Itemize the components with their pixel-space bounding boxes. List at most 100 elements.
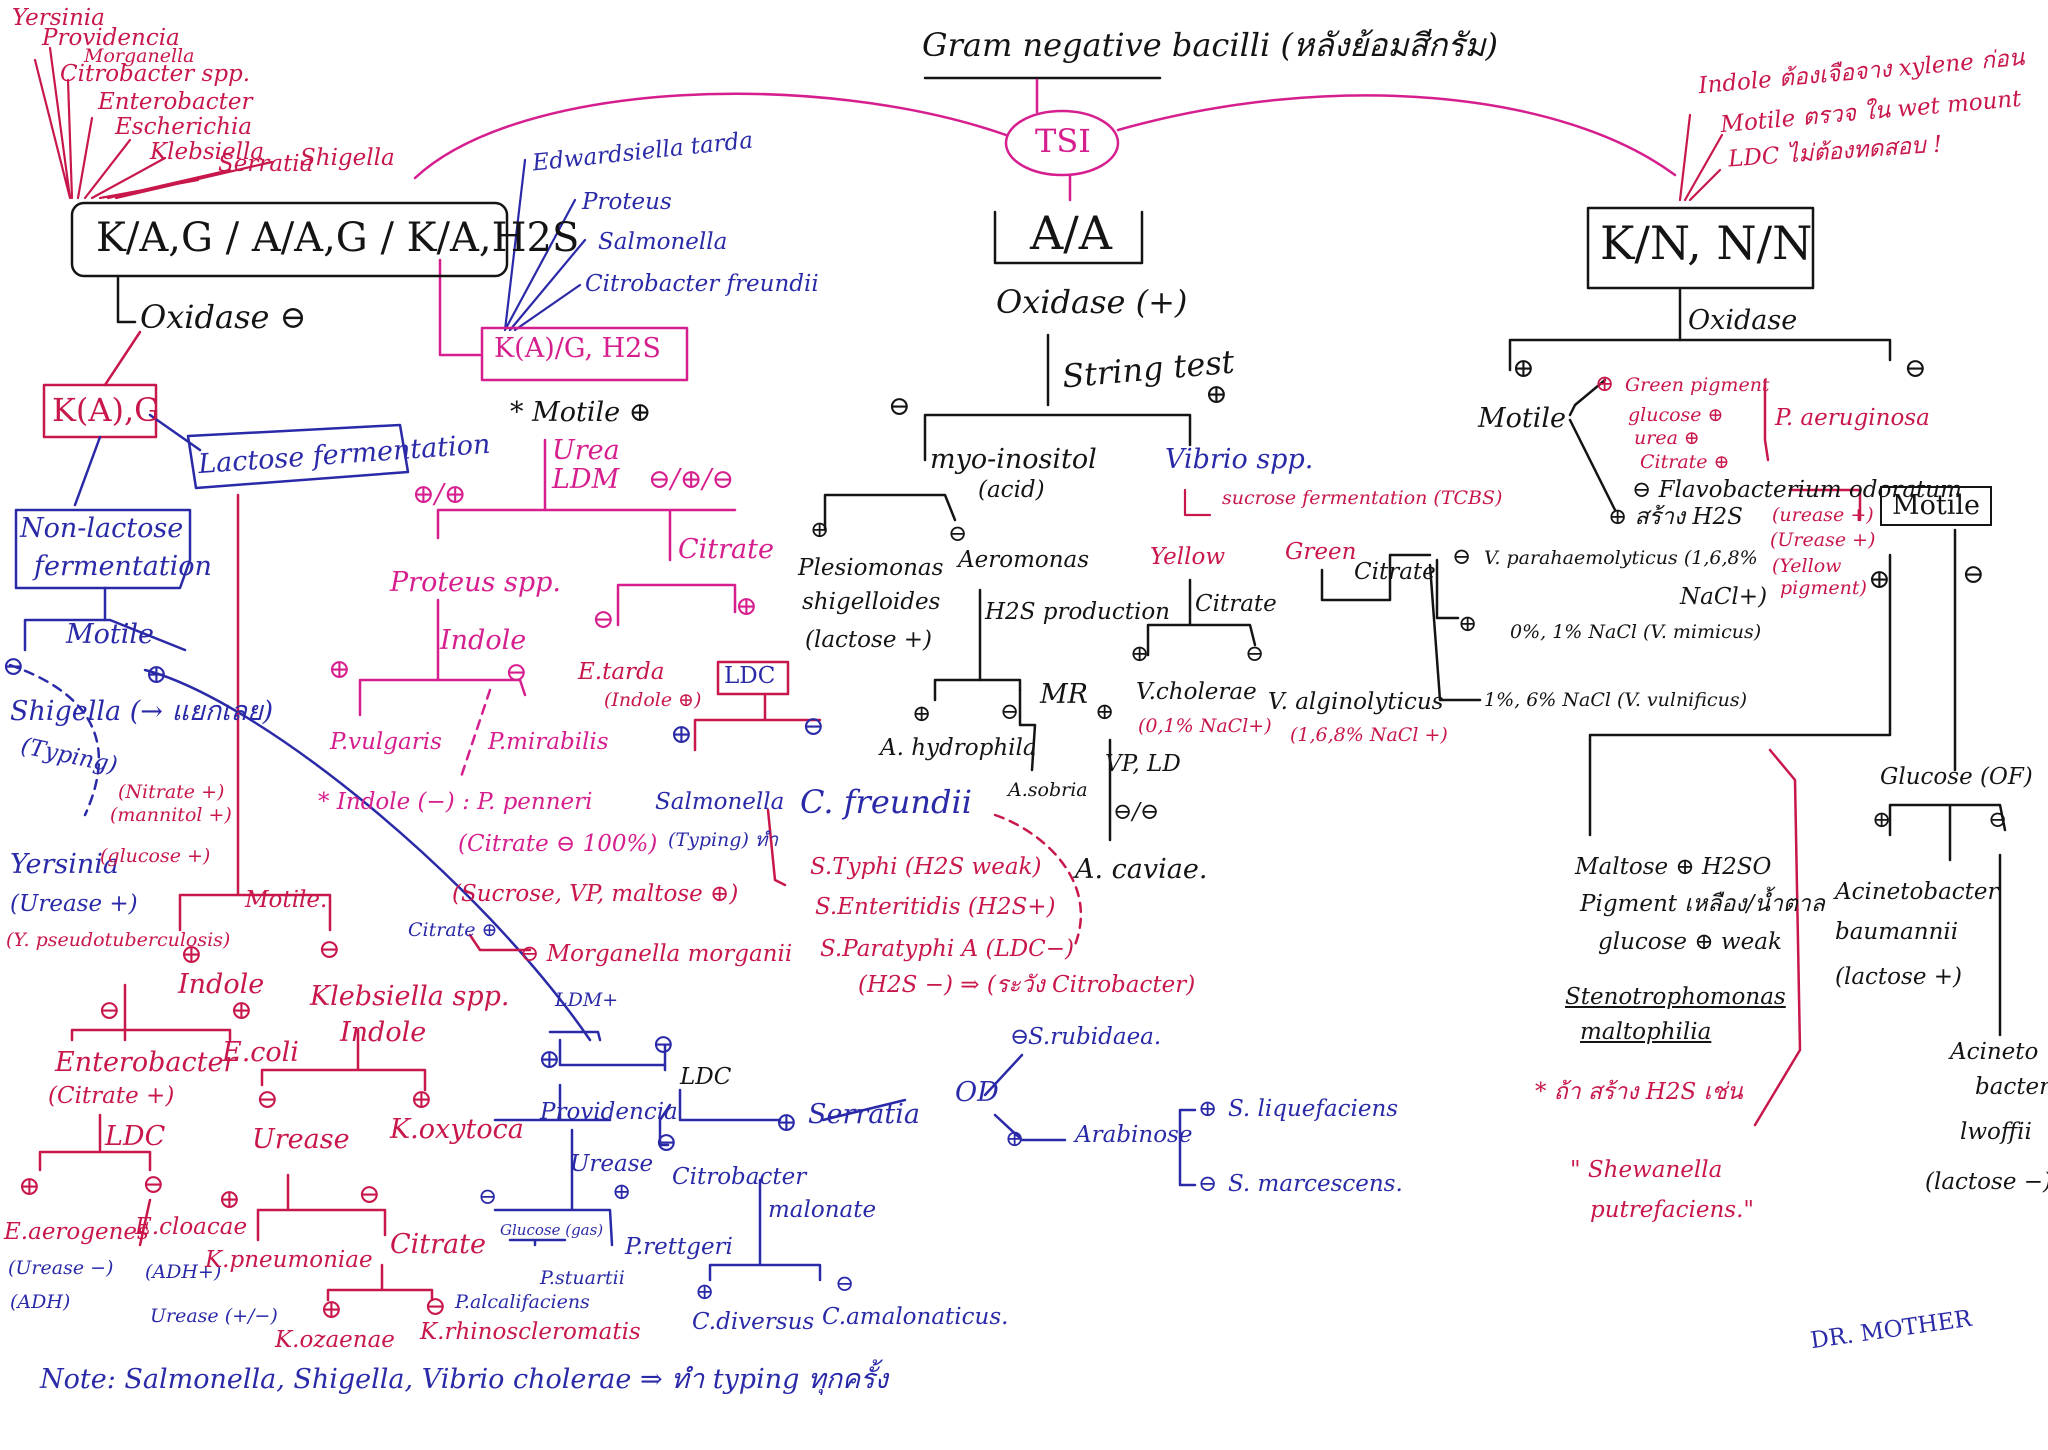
a-hydrophila-node: A. hydrophila bbox=[880, 735, 1037, 761]
plus-sign: ⊕ bbox=[218, 1184, 241, 1215]
minus-sign: ⊖ bbox=[424, 1291, 447, 1322]
green-node: Green bbox=[1285, 539, 1357, 565]
v-alginolyticus-sub: (1,6,8% NaCl +) bbox=[1290, 724, 1448, 746]
yersinia-test: (Y. pseudotuberculosis) bbox=[6, 929, 231, 951]
e-cloacae-sub: (ADH+) bbox=[145, 1261, 222, 1283]
minus-sign: ⊖ bbox=[1000, 699, 1020, 725]
a-lwoffii-node: bacter bbox=[1975, 1074, 2048, 1100]
putrefaciens-node: putrefaciens." bbox=[1590, 1197, 1754, 1223]
plus-sign: ⊕ bbox=[18, 1171, 41, 1202]
v-vulnificus-node: 1%, 6% NaCl (V. vulnificus) bbox=[1484, 689, 1747, 711]
ldc-node: LDC bbox=[105, 1121, 166, 1152]
myo-inositol-node: myo-inositol bbox=[930, 444, 1097, 475]
k-rhinoscleromatis-node: K.rhinoscleromatis bbox=[420, 1319, 641, 1345]
a-sobria-node: A.sobria bbox=[1008, 779, 1088, 801]
plus-sign: ⊕ bbox=[410, 1084, 433, 1115]
glucose-gas-node: Glucose (gas) bbox=[500, 1221, 604, 1239]
e-aerogenes-sub2: (ADH) bbox=[10, 1291, 71, 1313]
e-cloacae-sub2: Urease (+/−) bbox=[150, 1305, 278, 1327]
minus-sign: ⊖ bbox=[478, 1184, 498, 1210]
yersinia-test: (Nitrate +) bbox=[118, 781, 225, 803]
kn-result-box: K/N, N/N bbox=[1600, 216, 1813, 270]
s-paratyphi-node: S.Paratyphi A (LDC−) bbox=[820, 936, 1074, 962]
yersinia-test: (mannitol +) bbox=[110, 804, 232, 826]
k-oxytoca-node: K.oxytoca bbox=[390, 1114, 524, 1145]
glucose-node: glucose ⊕ bbox=[1628, 404, 1724, 426]
ka-g-node: K(A),G bbox=[52, 391, 160, 429]
plus-sign: ⊕ bbox=[612, 1179, 632, 1205]
organism-label: Serratia bbox=[218, 151, 314, 177]
oxidase-node: Oxidase bbox=[1688, 305, 1798, 336]
c-diversus-node: C.diversus bbox=[692, 1309, 815, 1335]
plus-sign: ⊕ bbox=[1872, 807, 1892, 833]
ldc-node: LDC bbox=[680, 1064, 732, 1090]
enterobacter-citrate: (Citrate +) bbox=[48, 1083, 175, 1109]
green-pigment-node: Green pigment bbox=[1625, 374, 1770, 396]
salmonella-typing: (Typing) ทำ bbox=[668, 829, 779, 851]
citrate-node: Citrate bbox=[678, 534, 774, 565]
v-cholerae-node: V.cholerae bbox=[1136, 679, 1257, 705]
s-rubidaea-node: S.rubidaea. bbox=[1028, 1024, 1162, 1050]
minus-sign: ⊖ bbox=[655, 1127, 678, 1158]
providencia-node: Providencia bbox=[540, 1099, 678, 1125]
urease-node: Urease bbox=[252, 1124, 350, 1155]
c-amalonaticus-node: C.amalonaticus. bbox=[822, 1304, 1009, 1330]
plus-sign: ⊕ bbox=[695, 1279, 715, 1305]
p-aeruginosa-node: P. aeruginosa bbox=[1775, 405, 1930, 431]
acid-note: (acid) bbox=[978, 477, 1045, 503]
organism-label: Citrobacter spp. bbox=[60, 61, 251, 87]
plus-sign: ⊕ bbox=[230, 995, 253, 1026]
minus-sign: ⊖ bbox=[142, 1169, 165, 1200]
plus-sign: ⊕ bbox=[1005, 1126, 1025, 1152]
minus-sign: ⊖ bbox=[652, 1029, 675, 1060]
minus-sign: ⊖ bbox=[98, 995, 121, 1026]
s-enteritidis-node: S.Enteritidis (H2S+) bbox=[815, 894, 1056, 920]
motile-positive: * Motile ⊕ bbox=[510, 397, 652, 428]
nacl-note: NaCl+) bbox=[1680, 584, 1768, 610]
h2s-production-node: H2S production bbox=[985, 599, 1170, 625]
minus-sign: ⊖ bbox=[1962, 559, 1985, 590]
urea-node: urea ⊕ bbox=[1634, 427, 1700, 449]
plus-sign: ⊕ bbox=[670, 719, 693, 750]
minus-sign: ⊖ bbox=[1452, 544, 1472, 570]
plus-sign: ⊕ bbox=[538, 1044, 561, 1075]
h2s-organism: Salmonella bbox=[598, 229, 728, 255]
mr-node: MR bbox=[1040, 679, 1088, 710]
citrate-node: Citrate bbox=[1195, 591, 1277, 617]
h2s-organism: Citrobacter freundii bbox=[585, 271, 819, 297]
plus-sign: ⊕ bbox=[1868, 564, 1891, 595]
citrate-node: Citrate bbox=[390, 1229, 486, 1260]
motile-node: Motile bbox=[1478, 403, 1567, 434]
motile-node: Motile bbox=[66, 619, 155, 650]
citrobacter-node: Citrobacter bbox=[672, 1164, 807, 1190]
plus-sign: ⊕ bbox=[1595, 371, 1615, 397]
footer-note: Note: Salmonella, Shigella, Vibrio chole… bbox=[40, 1364, 888, 1395]
urea-ldm-result: ⊖/⊕/⊖ bbox=[648, 464, 735, 495]
a-baumannii-node: baumannii bbox=[1835, 919, 1959, 945]
plesiomonas-node: Plesiomonas bbox=[798, 555, 944, 581]
oxidase-negative: Oxidase ⊖ bbox=[140, 298, 307, 336]
serratia-node: Serratia bbox=[808, 1099, 920, 1130]
salmonella-node: Salmonella bbox=[655, 789, 785, 815]
yellow-node: Yellow bbox=[1150, 544, 1226, 570]
flavobacterium-sub: pigment) bbox=[1780, 577, 1867, 599]
minus-sign: ⊖ bbox=[2, 651, 25, 682]
plesiomonas-node: shigelloides bbox=[802, 589, 941, 615]
glucose-of-node: Glucose (OF) bbox=[1880, 764, 2033, 790]
plus-sign: ⊕ bbox=[1458, 611, 1478, 637]
organism-label: Enterobacter bbox=[98, 89, 253, 115]
p-mirabilis-node: P.mirabilis bbox=[488, 729, 609, 755]
yersinia-test: (glucose +) bbox=[100, 845, 211, 867]
ldm-positive: LDM+ bbox=[555, 989, 619, 1011]
morganella-node: ⊖ Morganella morganii bbox=[520, 941, 793, 967]
sucrose-vp-maltose: (Sucrose, VP, maltose ⊕) bbox=[452, 881, 739, 907]
minus-sign: ⊖ bbox=[1010, 1024, 1030, 1050]
s-liquefaciens-node: S. liquefaciens bbox=[1228, 1096, 1399, 1122]
proteus-result: ⊕/⊕ bbox=[412, 479, 467, 510]
h2s-note: * ถ้า สร้าง H2S เช่น bbox=[1535, 1079, 1743, 1105]
proteus-node: Proteus spp. bbox=[390, 567, 561, 598]
diagram-title: Gram negative bacilli (หลังย้อมสีกรัม) bbox=[922, 26, 1498, 64]
non-lactose-node: Non-lactose bbox=[20, 513, 184, 544]
